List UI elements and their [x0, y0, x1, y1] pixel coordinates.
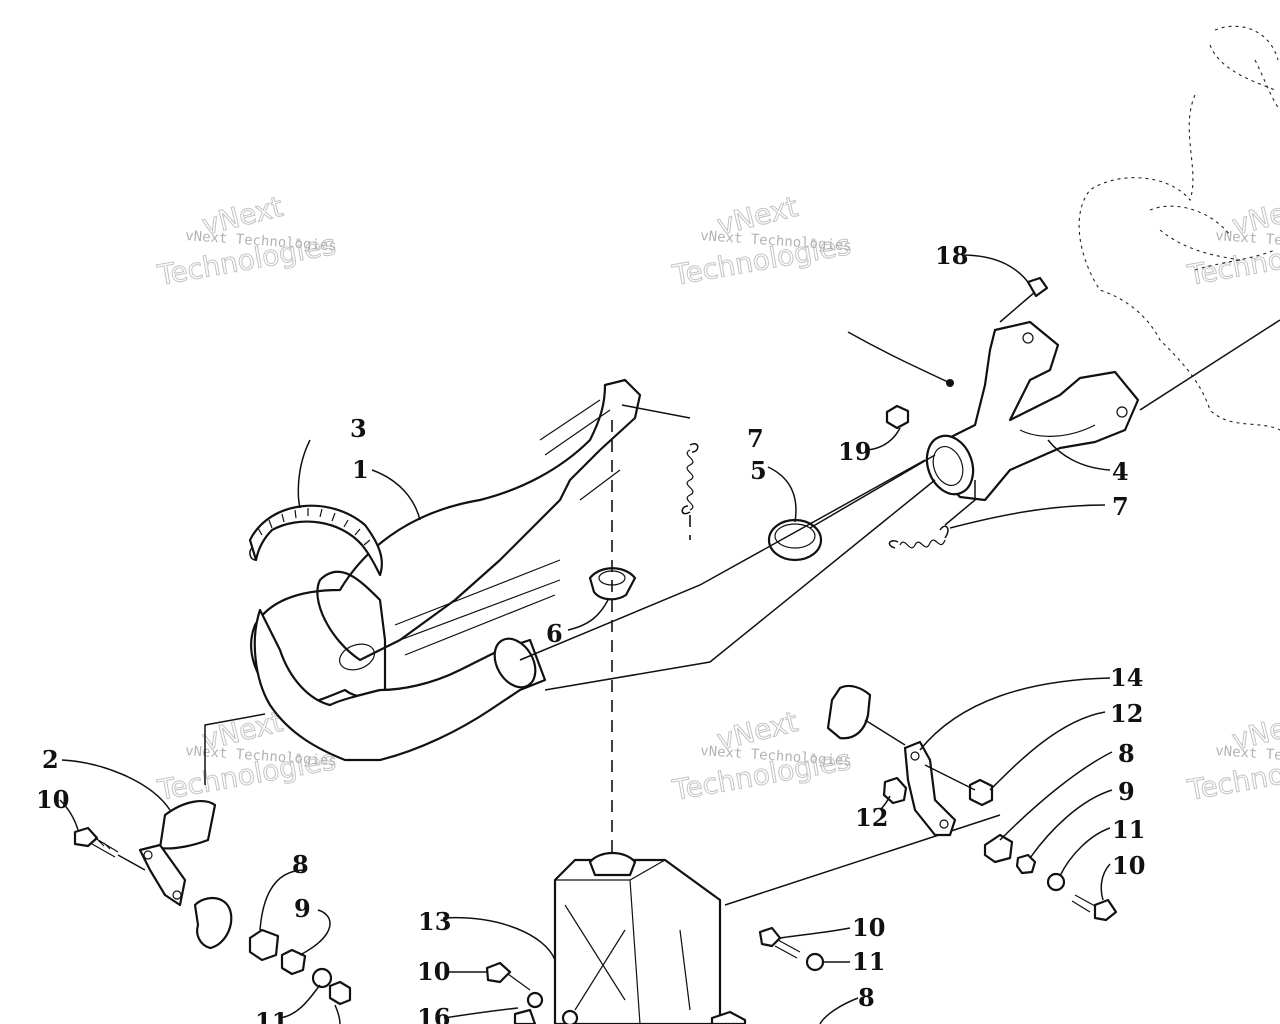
callout-9-left: 9 — [294, 894, 311, 923]
callout-8-right: 8 — [1118, 739, 1135, 768]
spring-7-lower — [888, 525, 949, 549]
callout-13: 13 — [418, 907, 451, 936]
cable-end — [946, 379, 954, 387]
callout-2: 2 — [42, 745, 59, 774]
callout-6: 6 — [546, 619, 563, 648]
watermark-1: vNext vNext Technologies Technologies — [154, 189, 339, 292]
callout-10-box-right: 10 — [852, 913, 885, 942]
rubber-mount-left — [193, 897, 352, 1006]
callout-4: 4 — [1112, 457, 1129, 486]
bolt-10-right-box — [710, 926, 825, 1024]
silencer-box-13 — [553, 851, 722, 1024]
callout-8-left: 8 — [292, 850, 309, 879]
watermark-5: vNext vNext Technologies Technologies — [669, 704, 854, 807]
watermark-6: vNext vNext Technologies Technologies — [1184, 704, 1280, 807]
callout-5: 5 — [750, 456, 767, 485]
manifold-bolt-18 — [999, 276, 1049, 323]
callout-11-box-right: 11 — [852, 947, 885, 976]
callout-7-upper: 7 — [747, 424, 764, 453]
expansion-chamber — [250, 378, 642, 762]
callout-12-right: 12 — [1110, 699, 1143, 728]
mount-bracket-14 — [826, 684, 1118, 922]
callout-11-left: 11 — [255, 1007, 288, 1024]
manifold-nut-19 — [885, 404, 910, 430]
callout-12-left: 12 — [855, 803, 888, 832]
callout-19: 19 — [838, 437, 871, 466]
callout-10-box-left: 10 — [417, 957, 450, 986]
callout-11-right: 11 — [1112, 815, 1145, 844]
callout-16: 16 — [417, 1003, 450, 1024]
mount-bracket-2 — [138, 800, 217, 907]
bolt-10-left — [73, 826, 146, 871]
sensor-cable — [847, 331, 949, 383]
watermark-2: vNext vNext Technologies Technologies — [669, 189, 854, 292]
heat-shield — [248, 504, 383, 577]
callout-8-bottom: 8 — [858, 983, 875, 1012]
connection-lines — [204, 319, 1280, 906]
callout-labels: 18 3 1 7 5 19 4 7 6 14 12 8 9 11 10 12 2… — [36, 241, 1145, 1024]
exhaust-manifold — [925, 320, 1140, 502]
engine-outline — [1078, 25, 1280, 431]
callout-3: 3 — [350, 414, 367, 443]
callout-9-right: 9 — [1118, 777, 1135, 806]
callout-18: 18 — [935, 241, 968, 270]
callout-10-right: 10 — [1112, 851, 1145, 880]
callout-leaders — [59, 254, 1113, 1024]
gasket-ring-5 — [767, 518, 823, 562]
bolt-10-box — [485, 961, 579, 1024]
callout-10-left: 10 — [36, 785, 69, 814]
callout-14: 14 — [1110, 663, 1143, 692]
spring-7-upper — [681, 443, 699, 515]
watermark-3: vNext vNext Technologies Technologies — [1184, 189, 1280, 292]
callout-7-lower: 7 — [1112, 492, 1129, 521]
callout-1: 1 — [352, 455, 369, 484]
